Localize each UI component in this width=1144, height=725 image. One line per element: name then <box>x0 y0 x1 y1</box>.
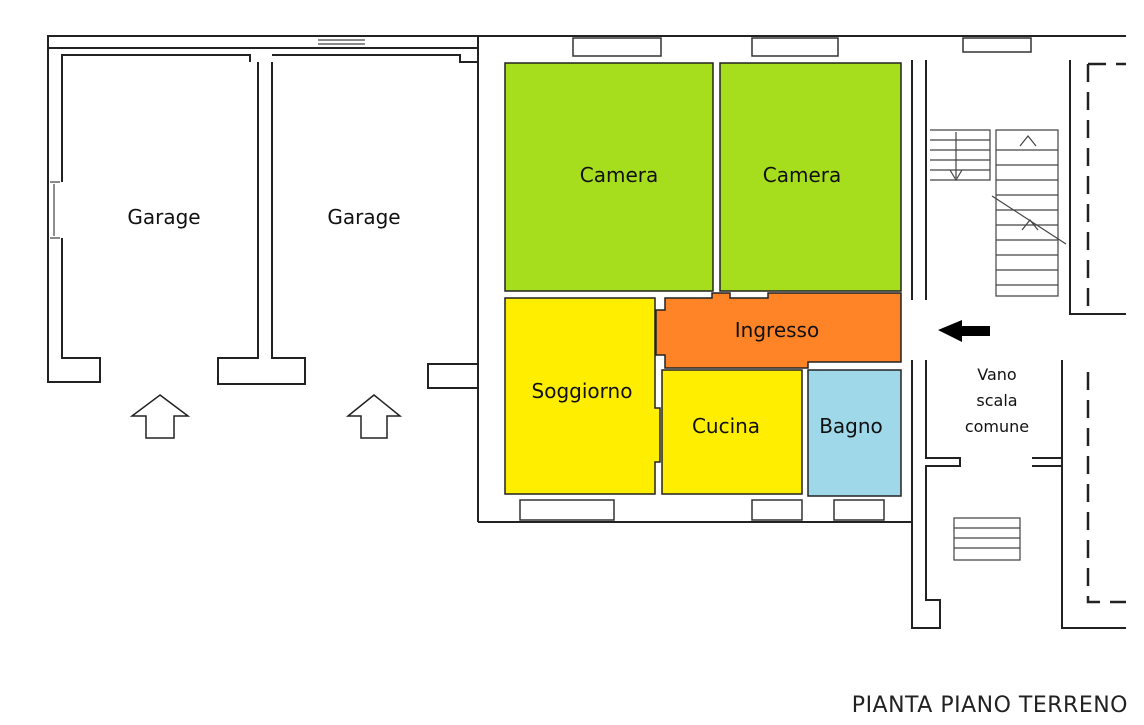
ingresso-label: Ingresso <box>735 318 819 342</box>
plan-title: PIANTA PIANO TERRENO <box>852 693 1128 718</box>
soggiorno-label: Soggiorno <box>532 379 633 403</box>
garage-entry-arrow-icon <box>129 394 191 439</box>
staircase <box>930 129 1067 561</box>
garage-2-label: Garage <box>327 205 400 229</box>
cucina-label: Cucina <box>692 414 760 438</box>
room-cucina <box>661 369 803 495</box>
bagno-label: Bagno <box>819 414 883 438</box>
room-camera-2 <box>719 62 902 292</box>
windows <box>519 37 1032 521</box>
apartment-walls <box>477 35 1126 629</box>
garage-walls <box>47 35 479 522</box>
garage-entry-arrow-icon <box>345 394 403 439</box>
stairwell-label-line-2: scala <box>976 391 1017 410</box>
room-ingresso <box>655 292 902 369</box>
room-camera-1 <box>504 62 714 292</box>
garage-1-label: Garage <box>127 205 200 229</box>
camera-2-label: Camera <box>763 163 842 187</box>
room-bagno <box>807 369 902 497</box>
stairwell-label-line-1: Vano <box>977 365 1016 384</box>
entrance-arrow-icon <box>938 320 990 342</box>
camera-1-label: Camera <box>580 163 659 187</box>
stairwell-label-line-3: comune <box>965 417 1029 436</box>
room-soggiorno <box>504 297 661 495</box>
